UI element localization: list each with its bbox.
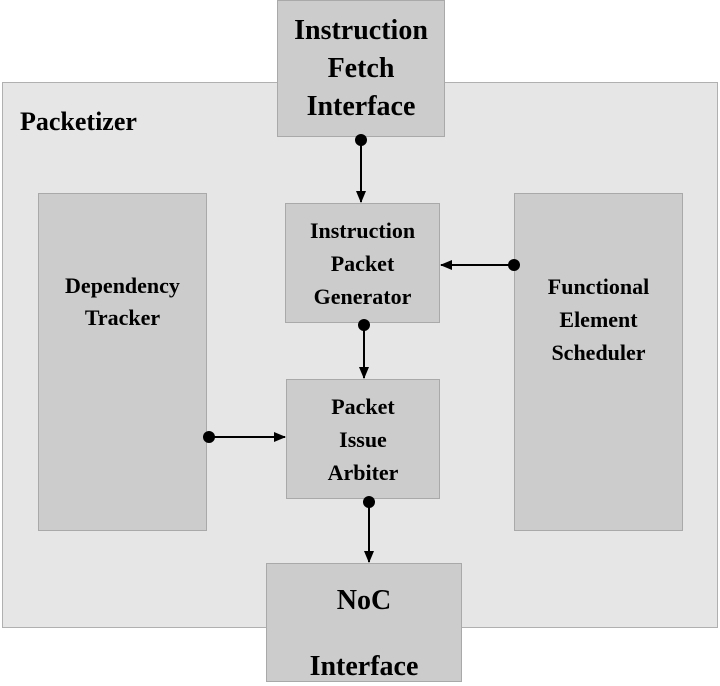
instruction-packet-generator-block: Instruction Packet Generator — [285, 203, 440, 323]
issue-arbiter-line-3: Arbiter — [327, 459, 399, 485]
noc-interface-line-2: Interface — [309, 651, 419, 682]
element-scheduler-line-1: Functional — [547, 274, 650, 299]
element-scheduler-line-3: Scheduler — [551, 340, 646, 365]
instruction-fetch-line-2: Fetch — [327, 52, 395, 84]
dependency-tracker-line-2: Tracker — [84, 305, 161, 330]
dependency-tracker-line-1: Dependency — [65, 273, 180, 298]
packet-generator-line-3: Generator — [313, 283, 412, 309]
noc-interface-line-1: NoC — [336, 585, 392, 616]
instruction-fetch-interface-block: Instruction Fetch Interface — [277, 0, 445, 137]
packetizer-label: Packetizer — [20, 107, 137, 136]
packet-generator-line-2: Packet — [330, 250, 395, 276]
instruction-fetch-line-3: Interface — [306, 90, 416, 122]
issue-arbiter-line-2: Issue — [339, 426, 387, 452]
packet-issue-arbiter-block: Packet Issue Arbiter — [286, 379, 440, 499]
noc-interface-block: NoC Interface — [266, 563, 462, 682]
packet-generator-line-1: Instruction — [309, 217, 416, 243]
instruction-fetch-line-1: Instruction — [294, 14, 428, 46]
dependency-tracker-block: Dependency Tracker — [38, 193, 207, 531]
functional-element-scheduler-block: Functional Element Scheduler — [514, 193, 683, 531]
element-scheduler-line-2: Element — [559, 307, 638, 332]
issue-arbiter-line-1: Packet — [331, 393, 395, 419]
